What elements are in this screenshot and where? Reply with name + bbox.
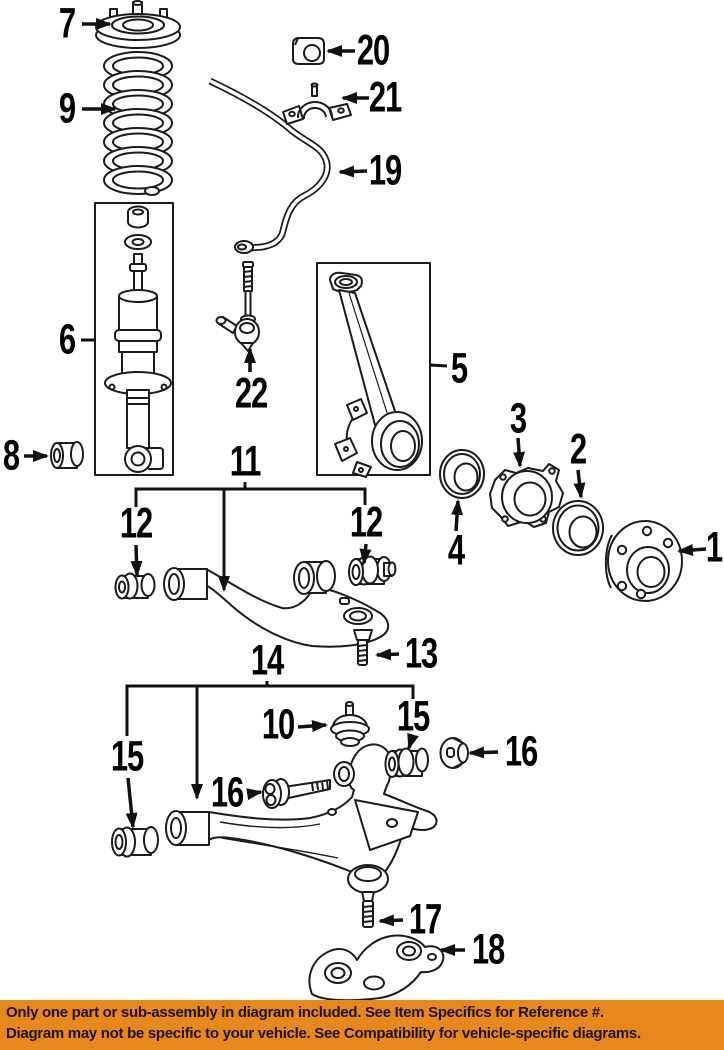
cam-bolt-art [262, 778, 331, 809]
callout-16a: 16 [210, 768, 244, 817]
callout-14: 14 [250, 636, 284, 685]
bushing-8-art [50, 441, 84, 469]
lower-ball-joint-art [347, 864, 389, 928]
callout-22: 22 [234, 369, 268, 418]
callout-19: 19 [368, 146, 402, 195]
strut-mount-art [95, 0, 181, 49]
steering-knuckle-art [316, 262, 431, 478]
callout-12b: 12 [349, 498, 383, 547]
callout-10: 10 [261, 700, 295, 749]
disclaimer-banner: Only one part or sub-assembly in diagram… [0, 1000, 724, 1050]
lower-control-arm-art [165, 743, 438, 878]
callout-arrows [24, 18, 707, 956]
stabilizer-link-art [215, 261, 260, 352]
callout-12a: 12 [119, 499, 153, 548]
disclaimer-line-2: Diagram may not be specific to your vehi… [6, 1024, 641, 1042]
lower-arm-bushing-right-art [384, 747, 429, 778]
callout-5: 5 [450, 344, 468, 393]
callout-18: 18 [471, 925, 505, 974]
callout-21: 21 [368, 73, 402, 122]
callout-6: 6 [58, 315, 76, 364]
arm-bracket-art [308, 934, 445, 1000]
arm-ball-joint-art [330, 701, 370, 747]
callout-1: 1 [705, 523, 723, 572]
sway-bar-art [208, 77, 331, 254]
callout-2: 2 [569, 425, 587, 474]
callout-8: 8 [2, 431, 20, 480]
callout-16b: 16 [504, 727, 538, 776]
seal-2-art [552, 500, 604, 556]
lower-arm-bushing-left-art [111, 826, 159, 858]
group-brackets [125, 482, 415, 800]
upper-arm-bushing-right-art [348, 555, 397, 586]
disclaimer-line-1: Only one part or sub-assembly in diagram… [6, 1004, 604, 1021]
sway-bar-bushing-art [292, 37, 325, 65]
callout-3: 3 [509, 394, 527, 443]
callout-20: 20 [356, 26, 390, 75]
suspension-diagram: 7 9 20 21 19 6 8 22 5 3 2 1 4 11 12 12 1… [2, 0, 723, 1000]
diagram-line-art [24, 0, 707, 1000]
shock-absorber-art [94, 202, 174, 476]
coil-spring-art [103, 51, 173, 196]
upper-arm-bushing-left-art [114, 572, 156, 600]
callout-13: 13 [404, 629, 438, 678]
callout-4: 4 [447, 526, 465, 575]
wheel-hub-art [604, 520, 683, 602]
callout-11: 11 [229, 437, 262, 486]
seal-4-art [439, 449, 485, 499]
upper-control-arm-art [163, 560, 390, 648]
callout-15a: 15 [110, 732, 144, 781]
sway-bar-bracket-art [282, 82, 352, 125]
callout-17: 17 [408, 895, 442, 944]
callout-9: 9 [58, 84, 76, 133]
callout-15b: 15 [396, 692, 430, 741]
callout-7: 7 [58, 0, 76, 48]
wheel-bearing-art [489, 463, 564, 528]
upper-ball-joint-stud-art [353, 629, 373, 666]
cam-cap-art [439, 737, 469, 769]
